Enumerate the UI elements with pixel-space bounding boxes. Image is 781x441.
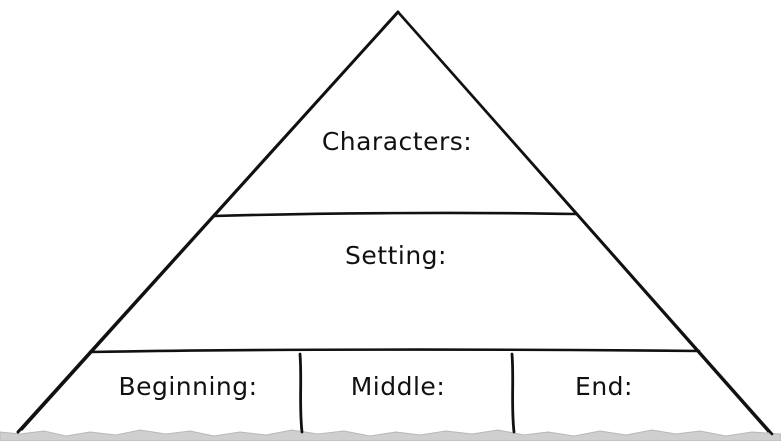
characters-label: Characters: bbox=[322, 127, 472, 156]
divider-middle-end bbox=[510, 352, 516, 434]
pyramid-right-edge-sketch bbox=[399, 14, 769, 433]
pyramid-right-edge bbox=[396, 10, 774, 436]
torn-paper-edge bbox=[0, 429, 781, 441]
divider-beginning-middle bbox=[298, 352, 304, 434]
beginning-label: Beginning: bbox=[118, 372, 257, 401]
end-label: End: bbox=[575, 372, 633, 401]
middle-label: Middle: bbox=[351, 372, 446, 401]
pyramid-left-edge-sketch bbox=[21, 14, 397, 431]
divider-characters-setting bbox=[212, 211, 578, 218]
divider-setting-plot bbox=[88, 348, 701, 354]
setting-label: Setting: bbox=[345, 241, 447, 270]
pyramid-left-edge bbox=[16, 10, 400, 434]
